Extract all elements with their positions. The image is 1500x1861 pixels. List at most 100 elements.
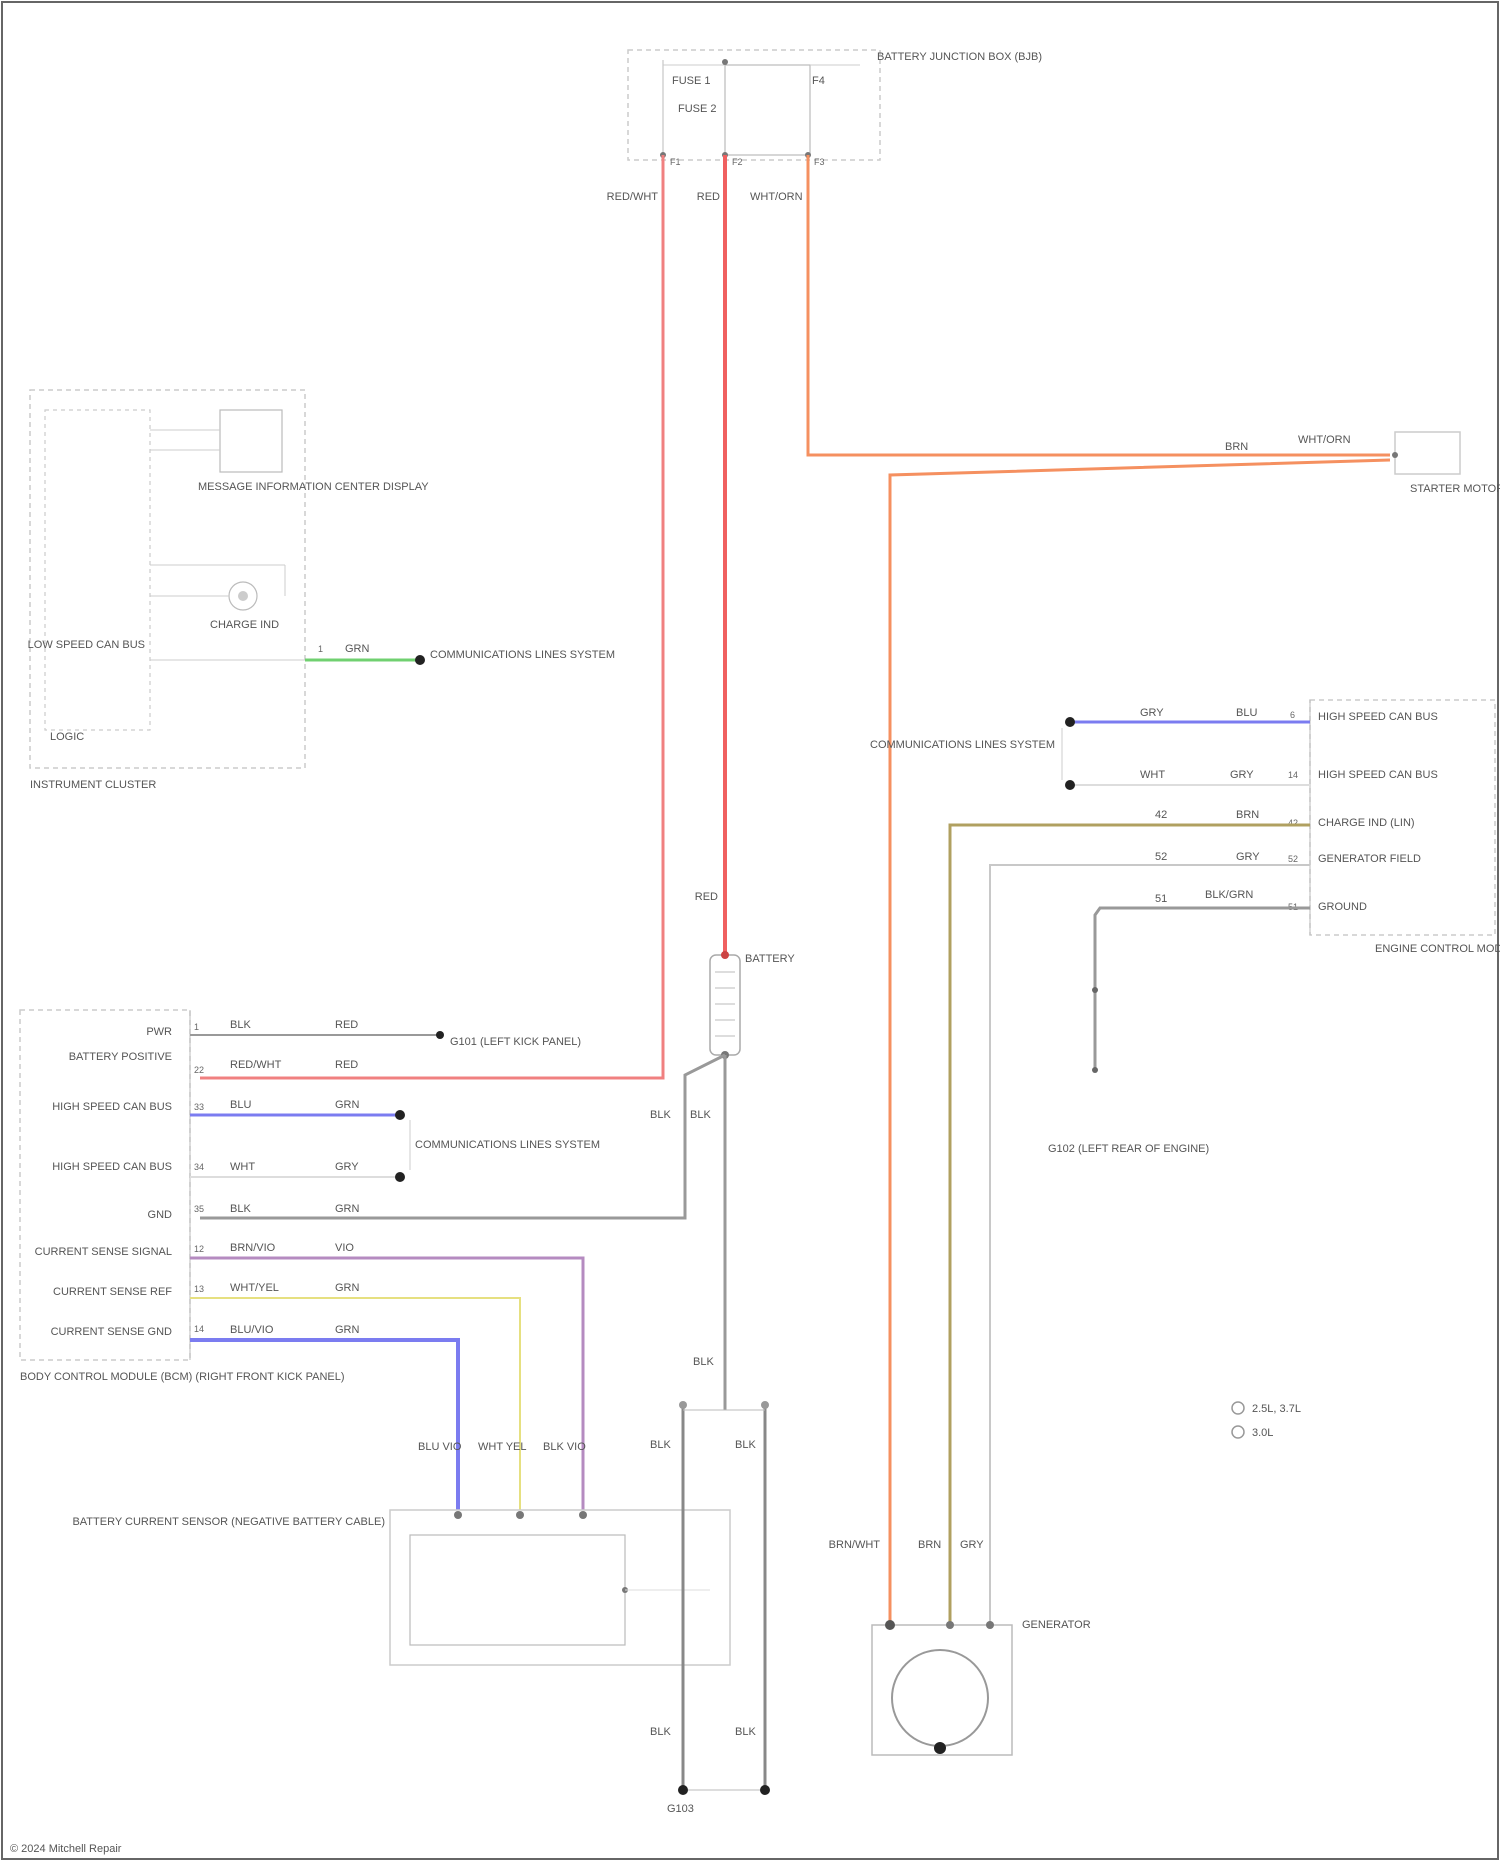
wire-red-bcm (200, 155, 663, 1078)
generator: GENERATOR BRN/WHT BRN GRY (829, 1539, 1091, 1755)
pcm-c2-2: GRY (1230, 769, 1254, 781)
legend-item-2: 3.0L (1252, 1427, 1273, 1439)
pcm-name: ENGINE CONTROL MODULE (LEFT OF TRANSMISS… (1375, 943, 1500, 955)
pcm-ground-name: G102 (LEFT REAR OF ENGINE) (1048, 1143, 1209, 1155)
fuse-label-2: FUSE 2 (678, 103, 717, 115)
pcm-c2-4: GRY (1236, 851, 1260, 863)
cluster-pin: 1 (318, 644, 323, 654)
fuse-box: FUSE 1 FUSE 2 F4 F1 F2 F3 BATTERY JUNCTI… (628, 50, 1042, 167)
wire-pcm-ground (1095, 908, 1310, 1070)
bcm-c1-6: BRN/VIO (230, 1242, 276, 1254)
engine-control-module: HIGH SPEED CAN BUS HIGH SPEED CAN BUS CH… (1288, 700, 1500, 955)
wire-label-f3: WHT/ORN (750, 191, 803, 203)
pcm-ground-splice (1092, 987, 1098, 993)
connector-dot (415, 655, 425, 665)
bcm-c2-2: RED (335, 1059, 358, 1071)
battery-wire-red: RED (695, 891, 718, 903)
bcm-c1-5: BLK (230, 1203, 251, 1215)
battery-wire-1: BLK (650, 1109, 671, 1121)
battery-name: BATTERY (745, 953, 795, 965)
wire-label-f2: RED (697, 191, 720, 203)
starter-motor: STARTER MOTOR (1392, 432, 1500, 495)
pcm-c1-2: WHT (1140, 769, 1165, 781)
legend-icon-2 (1232, 1426, 1244, 1438)
bcm-pin-7: 13 (194, 1284, 204, 1294)
cluster-name: INSTRUMENT CLUSTER (30, 779, 156, 791)
bcm-row-label-2: BATTERY POSITIVE (69, 1051, 172, 1063)
pcm-row-label-1: HIGH SPEED CAN BUS (1318, 711, 1438, 723)
bcm-c1-1: BLK (230, 1019, 251, 1031)
fuse-pin-3: F3 (814, 157, 825, 167)
ground-wire-4: BLK (735, 1726, 756, 1738)
pcm-c1-4: 52 (1155, 851, 1167, 863)
bcm-c1-7: WHT/YEL (230, 1282, 279, 1294)
bcm-row-label-1: PWR (146, 1026, 172, 1038)
generator-wire-3: GRY (960, 1539, 984, 1551)
bcm-c2-1: RED (335, 1019, 358, 1031)
pcm-dest-can: COMMUNICATIONS LINES SYSTEM (870, 739, 1055, 751)
pcm-row-label-2: HIGH SPEED CAN BUS (1318, 769, 1438, 781)
bcm-pin-3: 33 (194, 1102, 204, 1112)
fuse-pin-1: F1 (670, 157, 681, 167)
ground-wire-1: BLK (650, 1439, 671, 1451)
pcm-c2-5: BLK/GRN (1205, 889, 1253, 901)
ground-wire-2: BLK (735, 1439, 756, 1451)
legend-item-1: 2.5L, 3.7L (1252, 1403, 1301, 1415)
pcm-row-label-4: GENERATOR FIELD (1318, 853, 1421, 865)
battery-wire-2: BLK (690, 1109, 711, 1121)
bcm-pin-2: 22 (194, 1065, 204, 1075)
bcm-c2-7: GRN (335, 1282, 360, 1294)
cluster-part-1: MESSAGE INFORMATION CENTER DISPLAY (198, 481, 429, 493)
generator-wire-1: BRN/WHT (829, 1539, 881, 1551)
bcm-row-label-7: CURRENT SENSE REF (53, 1286, 172, 1298)
bcm-name: BODY CONTROL MODULE (BCM) (RIGHT FRONT K… (20, 1371, 345, 1383)
pcm-ground-dot (1092, 1067, 1098, 1073)
bcm-pin-5: 35 (194, 1204, 204, 1214)
bcm-row-label-6: CURRENT SENSE SIGNAL (35, 1246, 172, 1258)
ground-wire-3: BLK (650, 1726, 671, 1738)
bcm-row-label-8: CURRENT SENSE GND (51, 1326, 172, 1338)
pcm-pin-1: 6 (1290, 710, 1295, 720)
cluster-dest: COMMUNICATIONS LINES SYSTEM (430, 649, 615, 661)
fuse-label-1: FUSE 1 (672, 75, 711, 87)
bcm-pin-1: 1 (194, 1022, 199, 1032)
sensor-wire-2: WHT YEL (478, 1441, 527, 1453)
bcm-pin-6: 12 (194, 1244, 204, 1254)
bcm-c1-3: BLU (230, 1099, 251, 1111)
bcm-c1-8: BLU/VIO (230, 1324, 274, 1336)
wire-sense-signal (190, 1258, 583, 1510)
generator-wire-2: BRN (918, 1539, 941, 1551)
wire-pcm-field (990, 865, 1310, 1625)
pcm-c2-1: BLU (1236, 707, 1257, 719)
g101-dot (436, 1031, 444, 1039)
legend-icon-1 (1232, 1402, 1244, 1414)
cluster-wire: GRN (345, 643, 370, 655)
pcm-can-dot-2 (1065, 780, 1075, 790)
bcm-c2-6: VIO (335, 1242, 354, 1254)
cluster-signal-2: LOGIC (50, 731, 84, 743)
instrument-cluster: MESSAGE INFORMATION CENTER DISPLAY CHARG… (28, 390, 430, 791)
bcm-row-label-4: HIGH SPEED CAN BUS (52, 1161, 172, 1173)
fuse-pin-2: F2 (732, 157, 743, 167)
sensor-name: BATTERY CURRENT SENSOR (NEGATIVE BATTERY… (72, 1516, 385, 1528)
sensor-wire-3: BLK VIO (543, 1441, 586, 1453)
can-dot-2 (395, 1172, 405, 1182)
cluster-signal-1: LOW SPEED CAN BUS (28, 639, 145, 651)
pcm-c1-5: 51 (1155, 893, 1167, 905)
wire-pcm-charge (950, 825, 1310, 1625)
cluster-part-2: CHARGE IND (210, 619, 279, 631)
legend: 2.5L, 3.7L 3.0L (1232, 1402, 1301, 1439)
generator-name: GENERATOR (1022, 1619, 1091, 1631)
ground-name: G103 (667, 1803, 694, 1815)
wire-label-starter-2: WHT/ORN (1298, 434, 1351, 446)
footer-note: © 2024 Mitchell Repair (10, 1843, 122, 1855)
bcm-c1-4: WHT (230, 1161, 255, 1173)
wire-orange-generator (890, 460, 1390, 1625)
bcm-c1-2: RED/WHT (230, 1059, 282, 1071)
bcm-dest-can: COMMUNICATIONS LINES SYSTEM (415, 1139, 600, 1151)
wire-orange-starter (808, 155, 1390, 455)
pcm-c1-3: 42 (1155, 809, 1167, 821)
